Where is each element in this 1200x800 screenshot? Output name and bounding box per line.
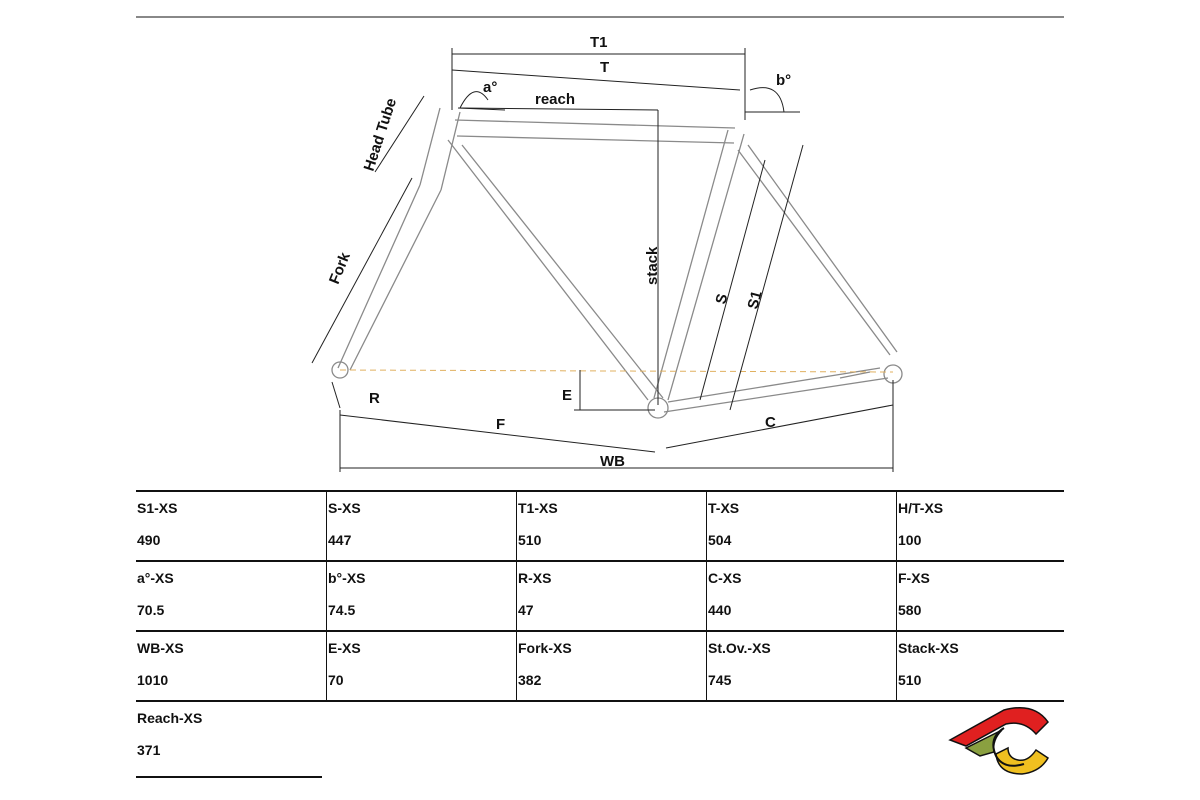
spec-label: b°-XS <box>328 570 366 586</box>
spec-value: 510 <box>898 672 922 688</box>
spec-value: 371 <box>137 742 161 758</box>
label-c: C <box>765 414 776 431</box>
label-stack: stack <box>644 246 661 285</box>
spec-value: 447 <box>328 532 352 548</box>
logo-red-swoosh <box>948 707 1049 747</box>
label-e: E <box>562 387 572 404</box>
label-b-angle: b° <box>776 72 791 89</box>
spec-label: St.Ov.-XS <box>708 640 771 656</box>
spec-cell-reach: Reach-XS 371 <box>136 702 322 778</box>
spec-cell-stack: Stack-XS 510 <box>896 632 1064 700</box>
label-f: F <box>496 416 505 433</box>
label-r: R <box>369 390 380 407</box>
label-t: T <box>600 59 609 76</box>
spec-row: S1-XS 490 S-XS 447 T1-XS 510 T-XS 504 H/T-XS… <box>136 490 1064 560</box>
logo-c-shape <box>992 727 1025 767</box>
spec-label: S1-XS <box>137 500 178 516</box>
spec-cell-b-angle: b°-XS 74.5 <box>326 562 516 630</box>
spec-label: WB-XS <box>137 640 184 656</box>
spec-value: 47 <box>518 602 534 618</box>
spec-value: 70 <box>328 672 344 688</box>
spec-label: H/T-XS <box>898 500 944 516</box>
cinelli-logo <box>948 707 1049 775</box>
spec-value: 745 <box>708 672 732 688</box>
label-s: S <box>712 292 731 306</box>
spec-value: 440 <box>708 602 732 618</box>
label-wb: WB <box>600 453 625 470</box>
spec-cell-s1: S1-XS 490 <box>136 492 326 560</box>
bike-frame-geometry-diagram: T1 T a° b° reach Head Tube stack S S1 Fo… <box>136 16 1064 472</box>
spec-cell-ht: H/T-XS 100 <box>896 492 1064 560</box>
spec-label: E-XS <box>328 640 361 656</box>
label-reach: reach <box>535 91 575 108</box>
spec-row: a°-XS 70.5 b°-XS 74.5 R-XS 47 C-XS 440 F-XS 5… <box>136 560 1064 630</box>
label-a-angle: a° <box>483 79 497 96</box>
spec-cell-r: R-XS 47 <box>516 562 706 630</box>
spec-cell-fork: Fork-XS 382 <box>516 632 706 700</box>
spec-label: T-XS <box>708 500 740 516</box>
spec-label: C-XS <box>708 570 742 586</box>
spec-label: S-XS <box>328 500 361 516</box>
spec-cell-e: E-XS 70 <box>326 632 516 700</box>
spec-cell-c: C-XS 440 <box>706 562 896 630</box>
spec-label: R-XS <box>518 570 552 586</box>
spec-value: 70.5 <box>137 602 165 618</box>
spec-cell-wb: WB-XS 1010 <box>136 632 326 700</box>
frame-outline <box>331 107 903 419</box>
logo-yellow-swoosh <box>995 746 1049 775</box>
spec-row: WB-XS 1010 E-XS 70 Fork-XS 382 St.Ov.-XS 745… <box>136 630 1064 700</box>
spec-value: 510 <box>518 532 542 548</box>
spec-label: Reach-XS <box>137 710 203 726</box>
geometry-spec-table: S1-XS 490 S-XS 447 T1-XS 510 T-XS 504 H/T-XS… <box>136 490 1064 778</box>
spec-label: Stack-XS <box>898 640 959 656</box>
dimension-lines <box>311 48 894 472</box>
spec-value: 504 <box>708 532 732 548</box>
spec-value: 580 <box>898 602 922 618</box>
label-t1: T1 <box>590 34 608 51</box>
spec-cell-a-angle: a°-XS 70.5 <box>136 562 326 630</box>
spec-value: 490 <box>137 532 161 548</box>
spec-value: 1010 <box>137 672 169 688</box>
spec-label: F-XS <box>898 570 930 586</box>
spec-label: a°-XS <box>137 570 174 586</box>
spec-cell-stov: St.Ov.-XS 745 <box>706 632 896 700</box>
spec-cell-t: T-XS 504 <box>706 492 896 560</box>
spec-value: 74.5 <box>328 602 356 618</box>
spec-value: 382 <box>518 672 542 688</box>
spec-label: T1-XS <box>518 500 558 516</box>
label-head-tube: Head Tube <box>361 96 401 173</box>
label-fork: Fork <box>326 249 354 286</box>
spec-cell-t1: T1-XS 510 <box>516 492 706 560</box>
label-s1: S1 <box>744 289 765 311</box>
spec-cell-s: S-XS 447 <box>326 492 516 560</box>
spec-cell-f: F-XS 580 <box>896 562 1064 630</box>
spec-row: Reach-XS 371 <box>136 700 1064 778</box>
guide-lines <box>339 369 894 373</box>
spec-value: 100 <box>898 532 922 548</box>
spec-label: Fork-XS <box>518 640 572 656</box>
